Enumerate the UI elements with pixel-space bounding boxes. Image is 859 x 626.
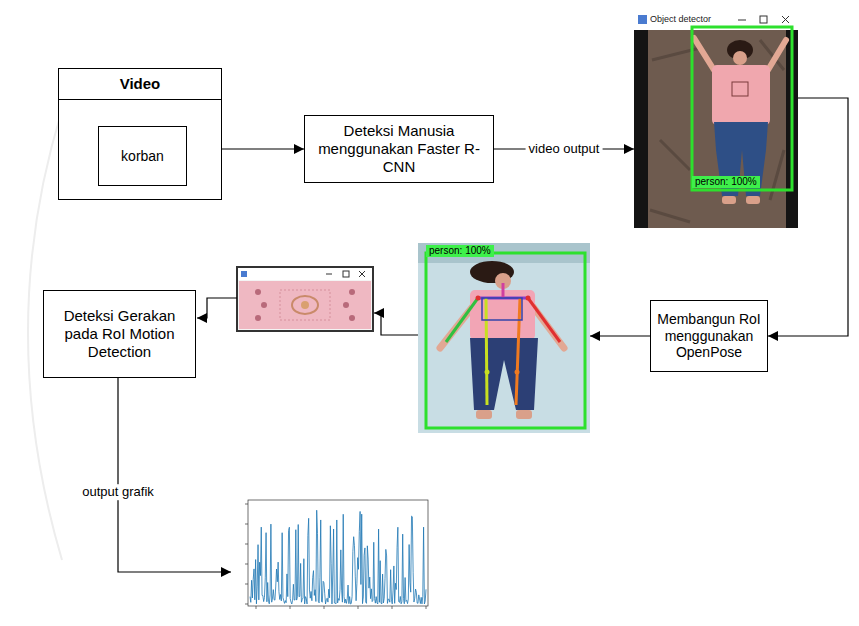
subject-box: korban <box>98 126 187 186</box>
illustration-part <box>782 16 789 23</box>
output-arrow <box>118 378 231 572</box>
illustration-part <box>526 296 531 301</box>
illustration-part <box>248 500 428 606</box>
illustration-part <box>245 504 248 505</box>
illustration-part <box>359 271 365 277</box>
illustration-part <box>470 290 535 340</box>
pose-image <box>418 243 590 433</box>
illustration-part <box>301 301 309 309</box>
box-text: Membangun RoI menggunakan OpenPose <box>657 311 761 361</box>
illustration-part <box>476 410 492 419</box>
illustration-part <box>326 274 332 275</box>
illustration-part <box>768 40 786 70</box>
detection-tag: person: 100% <box>692 176 760 188</box>
illustration-part <box>516 298 520 405</box>
illustration-part <box>692 27 792 190</box>
flow-arrow <box>768 98 848 336</box>
box-text: Deteksi Gerakan pada RoI Motion Detectio… <box>50 307 189 361</box>
illustration-part <box>470 338 538 410</box>
illustration-part <box>255 315 261 321</box>
pose-to-roi-arrow <box>374 313 418 335</box>
window-title: Object detector <box>650 14 711 25</box>
illustration-part <box>738 20 746 21</box>
illustration-part <box>256 606 257 609</box>
illustration-part <box>359 271 365 277</box>
illustration-part <box>349 315 355 321</box>
flow-arrow <box>222 148 304 149</box>
screenshot-panel: Object detector person: 100% <box>634 10 798 228</box>
box-text: korban <box>121 148 164 165</box>
illustration-part <box>782 16 789 23</box>
illustration-part <box>280 290 330 320</box>
illustration-part <box>516 410 532 419</box>
chart-line <box>250 510 426 604</box>
flow-arrow <box>590 335 650 336</box>
illustration-part <box>746 196 760 204</box>
illustration-part <box>324 606 325 609</box>
illustration-part <box>237 267 373 331</box>
illustration-part <box>446 298 478 342</box>
illustration-part <box>261 302 267 308</box>
detection-tag: person: 100% <box>426 245 494 257</box>
illustration-part <box>732 82 748 96</box>
illustration-part <box>485 370 490 375</box>
illustration-part <box>650 40 784 222</box>
illustration-part <box>638 15 647 24</box>
illustration-part <box>232 495 432 615</box>
illustration-part <box>476 296 481 301</box>
illustration-part <box>343 302 349 308</box>
motion-chart <box>232 495 432 615</box>
illustration-part <box>418 243 590 433</box>
edge-label: video output <box>526 141 603 157</box>
illustration-part <box>255 289 261 295</box>
illustration-part <box>245 564 248 565</box>
pose-panel: person: 100% <box>418 243 590 433</box>
illustration-part <box>241 271 247 277</box>
illustration-part <box>515 370 520 375</box>
detector-screenshot <box>634 10 798 228</box>
illustration-part <box>712 65 770 125</box>
illustration-part <box>502 283 505 298</box>
box-text: Deteksi Manusia menggunakan Faster R-CNN <box>311 122 487 176</box>
illustration-part <box>486 298 487 405</box>
illustration-part <box>482 298 522 320</box>
illustration-part <box>760 16 767 23</box>
illustration-part <box>426 253 585 428</box>
illustration-part <box>239 281 371 329</box>
illustration-part <box>292 296 318 314</box>
box-heading: Video <box>59 69 221 100</box>
illustration-part <box>245 584 248 585</box>
illustration-part <box>528 298 560 342</box>
process-box: Deteksi Manusia menggunakan Faster R-CNN <box>304 115 494 183</box>
illustration-part <box>349 289 355 295</box>
illustration-part <box>722 196 736 204</box>
illustration-part <box>290 606 291 609</box>
input-box: Video korban <box>58 68 222 200</box>
illustration-part <box>238 268 372 280</box>
process-box: Deteksi Gerakan pada RoI Motion Detectio… <box>43 290 196 378</box>
illustration-part <box>426 606 427 609</box>
flow-label: output grafik <box>79 484 157 500</box>
illustration-part <box>733 51 747 65</box>
process-box: Membangun RoI menggunakan OpenPose <box>650 300 768 372</box>
illustration-part <box>648 30 786 228</box>
illustration-part <box>245 544 248 545</box>
illustration-part <box>245 524 248 525</box>
illustration-part <box>250 510 426 604</box>
illustration-part <box>358 606 359 609</box>
illustration-part <box>245 604 248 605</box>
illustration-part <box>392 606 393 609</box>
roi-to-motion-arrow <box>197 298 237 318</box>
illustration-part <box>343 271 349 277</box>
illustration-part <box>634 10 798 228</box>
illustration-part <box>245 504 426 609</box>
roi-window <box>237 267 373 331</box>
illustration-part <box>694 38 714 70</box>
